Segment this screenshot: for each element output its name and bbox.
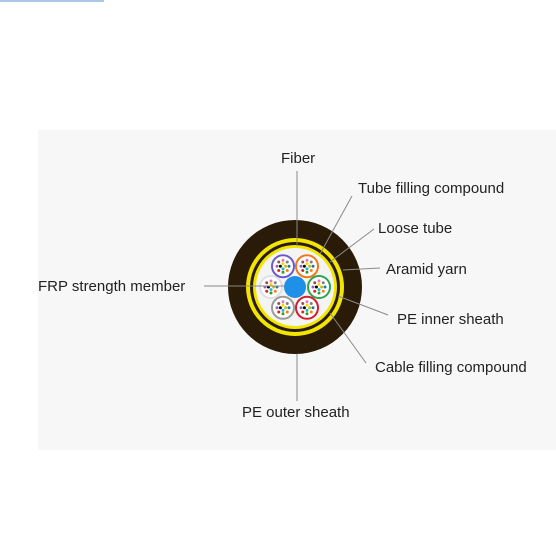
loose-tube (295, 254, 319, 279)
fiber-strand (281, 267, 285, 271)
fiber-strand (277, 268, 281, 272)
fiber-strand (273, 281, 277, 285)
fiber-strand (309, 302, 313, 306)
fiber-strand (301, 302, 305, 306)
fiber-strand (321, 281, 325, 285)
fiber-strand (299, 264, 303, 268)
fiber-strand (305, 300, 309, 304)
fiber-strand (302, 306, 306, 310)
fiber-strand (273, 289, 277, 293)
fiber-strand (285, 268, 289, 272)
loose-tube (295, 295, 319, 320)
top-accent-bar (0, 0, 104, 2)
fiber-strand (317, 282, 321, 286)
label-pe-inner-sheath: PE inner sheath (397, 311, 504, 328)
fiber-strand (269, 279, 273, 283)
label-cable-filling-compound: Cable filling compound (375, 359, 527, 376)
fiber-strand (309, 268, 313, 272)
fiber-strand (320, 285, 324, 289)
leader-line-aramid-yarn (342, 267, 381, 271)
fiber-strand (301, 268, 305, 272)
fiber-strand (287, 264, 291, 268)
fiber-strand (269, 291, 273, 295)
fiber-strand (287, 306, 291, 310)
fiber-strand (277, 302, 281, 306)
fiber-strand (305, 270, 309, 274)
loose-tubes-group (259, 254, 331, 320)
fiber-strand (281, 303, 285, 307)
fiber-strand (285, 302, 289, 306)
fiber-strand (281, 308, 285, 312)
label-loose-tube: Loose tube (378, 220, 453, 237)
fiber-strand (302, 264, 306, 268)
fiber-strand (305, 308, 309, 312)
leader-line-loose-tube (329, 228, 375, 263)
fiber-strand (317, 291, 321, 295)
label-aramid-yarn: Aramid yarn (386, 261, 467, 278)
fiber-strand (281, 270, 285, 274)
label-pe-outer-sheath: PE outer sheath (242, 404, 350, 421)
fiber-strand (313, 289, 317, 293)
fiber-strand (285, 260, 289, 264)
label-frp-strength-member: FRP strength member (38, 278, 186, 295)
fiber-strand (299, 306, 303, 310)
fiber-strand (305, 267, 309, 271)
fiber-strand (281, 258, 285, 262)
fiber-strand (311, 285, 315, 289)
leader-line-cable-filling-compound (329, 312, 367, 364)
fiber-strand (301, 310, 305, 314)
fiber-strand (281, 300, 285, 304)
leader-line-pe-inner-sheath (337, 295, 389, 316)
fiber-strand (277, 310, 281, 314)
fiber-strand (317, 279, 321, 283)
loose-tube (271, 254, 295, 279)
fiber-strand (275, 264, 279, 268)
fiber-strand (309, 260, 313, 264)
fiber-strand (305, 262, 309, 266)
fiber-strand (313, 281, 317, 285)
fiber-strand (321, 289, 325, 293)
fiber-strand (311, 264, 315, 268)
fiber-strand (281, 262, 285, 266)
fiber-strand (285, 310, 289, 314)
leader-line-tube-filling-compound (319, 195, 353, 255)
fiber-strand (305, 258, 309, 262)
label-fiber: Fiber (281, 150, 316, 167)
fiber-strand (275, 306, 279, 310)
fiber-strand (305, 312, 309, 316)
label-tube-filling-compound: Tube filling compound (358, 180, 505, 197)
loose-tube (307, 275, 331, 299)
frp-strength-member-core (284, 276, 306, 298)
fiber-strand (269, 288, 273, 292)
fiber-strand (311, 306, 315, 310)
loose-tube (271, 295, 295, 320)
fiber-strand (308, 264, 312, 268)
fiber-strand (278, 264, 282, 268)
fiber-strand (269, 282, 273, 286)
fiber-strand (309, 310, 313, 314)
fiber-strand (278, 306, 282, 310)
fiber-strand (301, 260, 305, 264)
fiber-strand (323, 285, 327, 289)
fiber-strand (265, 289, 269, 293)
loose-tube (259, 275, 283, 299)
fiber-strand (305, 303, 309, 307)
fiber-strand (265, 281, 269, 285)
fiber-strand (284, 306, 288, 310)
fiber-strand (308, 306, 312, 310)
fiber-strand (277, 260, 281, 264)
fiber-strand (317, 288, 321, 292)
fiber-strand (314, 285, 318, 289)
fiber-strand (284, 264, 288, 268)
fiber-strand (281, 312, 285, 316)
